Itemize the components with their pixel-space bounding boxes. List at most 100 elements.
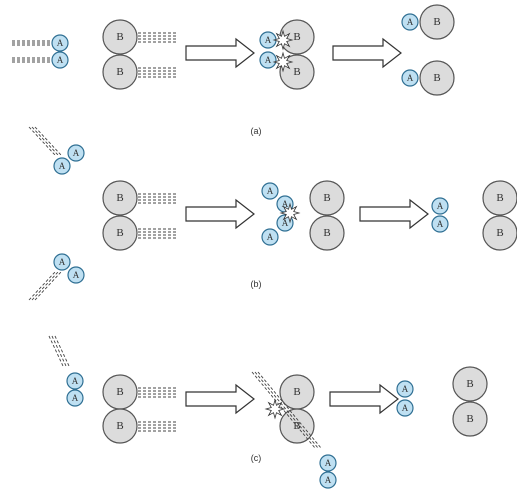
panel-a-after-a-2-label: A	[265, 55, 272, 65]
arrows-layer	[185, 37, 429, 415]
panel-a-burst-1	[272, 29, 294, 51]
panel-a-particle-b-2: B	[102, 54, 138, 90]
panel-c-particle-a-2: A	[66, 389, 84, 407]
panel-a-result-b-2-label: B	[433, 72, 440, 84]
panel-b-particle-a-2-label: A	[73, 148, 80, 158]
panel-c-result-b-2: B	[452, 401, 488, 437]
panel-b-trail-lower-1	[31, 271, 59, 301]
panel-a-burst-2	[272, 51, 294, 73]
panel-b-after-a-1-label: A	[267, 186, 274, 196]
panel-b-particle-a-1: A	[53, 157, 71, 175]
panel-b-result-b-2-label: B	[496, 227, 503, 239]
panel-b-particle-a-4-label: A	[73, 270, 80, 280]
panel-b-particle-a-3-label: A	[59, 257, 66, 267]
collision-bursts-layer	[264, 29, 301, 420]
panel-b-after-b-1: B	[309, 180, 345, 216]
panel-b-after-a-4: A	[261, 228, 279, 246]
trails-layer	[12, 32, 322, 449]
panel-a-arrow-1	[185, 37, 255, 69]
panel-a-result-a-1: A	[401, 13, 419, 31]
panel-b-after-a-3-label: A	[282, 218, 289, 228]
panel-b-particle-a-3: A	[53, 253, 71, 271]
panel-b-trail-upper-1	[31, 126, 59, 156]
panel-a-after-b-1-label: B	[293, 31, 300, 43]
particles-layer: AABBBBAAABABAAAABBAAAABBAABBAABBBBAAAABB	[51, 4, 517, 489]
panel-c-after-a-1: A	[319, 454, 337, 472]
panel-c-after-a-1-label: A	[325, 458, 332, 468]
panel-a-arrow-2	[332, 37, 402, 69]
panel-b-particle-a-2: A	[67, 144, 85, 162]
panel-a-particle-a-1-label: A	[57, 38, 64, 48]
panel-a-result-b-1-label: B	[433, 16, 440, 28]
panel-b-trail-upper-0	[28, 126, 56, 156]
panel-c-particle-b-1-label: B	[116, 386, 123, 398]
panel-c-result-b-1-label: B	[466, 378, 473, 390]
panel-b-particle-a-4: A	[67, 266, 85, 284]
panel-b-particle-b-2: B	[102, 215, 138, 251]
panel-b-particle-a-1-label: A	[59, 161, 66, 171]
panel-a-after-b-2: B	[279, 54, 315, 90]
panel-a-particle-b-2-label: B	[116, 66, 123, 78]
panel-c-particle-b-1: B	[102, 374, 138, 410]
panel-c-result-a-2-label: A	[402, 403, 409, 413]
panel-c-particle-a-1: A	[66, 372, 84, 390]
panel-a-particle-a-1: A	[51, 34, 69, 52]
panel-b-particle-b-2-label: B	[116, 227, 123, 239]
caption-panel-b: (b)	[251, 279, 262, 289]
panel-b-result-a-2: A	[431, 215, 449, 233]
panel-b-particle-b-1: B	[102, 180, 138, 216]
panel-b-after-b-1-label: B	[323, 192, 330, 204]
panel-b-after-a-2-label: A	[282, 199, 289, 209]
panel-c-particle-b-2-label: B	[116, 420, 123, 432]
panel-b-after-b-2: B	[309, 215, 345, 251]
panel-b-result-b-2: B	[482, 215, 517, 251]
panel-b-trail-lower-0	[28, 271, 56, 301]
panel-c-after-a-2: A	[319, 471, 337, 489]
panel-c-trail-upper-2	[54, 335, 70, 367]
panel-c-burst	[264, 398, 286, 420]
caption-panel-c: (c)	[251, 453, 262, 463]
panel-c-result-a-1-label: A	[402, 384, 409, 394]
panel-b-after-a-4-label: A	[267, 232, 274, 242]
panel-b-arrow-1	[185, 198, 255, 230]
panel-a-particle-a-2-label: A	[57, 55, 64, 65]
panel-b-result-b-1-label: B	[496, 192, 503, 204]
panel-a-after-a-1: A	[259, 31, 277, 49]
panel-b-trail-lower-2	[34, 271, 62, 301]
panel-b-arrow-2	[359, 198, 429, 230]
panel-b-particle-b-1-label: B	[116, 192, 123, 204]
panel-c-particle-b-2: B	[102, 408, 138, 444]
panel-b-result-b-1: B	[482, 180, 517, 216]
panel-c-trail-upper-1	[51, 335, 67, 367]
panel-c-arrow-1	[185, 383, 255, 415]
panel-a-result-b-2: B	[419, 60, 455, 96]
panel-b-result-a-1-label: A	[437, 201, 444, 211]
panel-c-result-b-2-label: B	[466, 413, 473, 425]
panel-c-after-a-2-label: A	[325, 475, 332, 485]
panel-b-result-a-1: A	[431, 197, 449, 215]
panel-c-after-b-1: B	[279, 374, 315, 410]
panel-c-result-a-1: A	[396, 380, 414, 398]
panel-c-after-b-1-label: B	[293, 386, 300, 398]
panel-b-after-b-2-label: B	[323, 227, 330, 239]
panel-a-after-a-1-label: A	[265, 35, 272, 45]
panel-b-after-a-1: A	[261, 182, 279, 200]
panel-c-trail-upper-0	[48, 335, 64, 367]
panel-a-particle-a-2: A	[51, 51, 69, 69]
panel-c-trail-through-2	[257, 371, 322, 449]
panel-c-particle-a-2-label: A	[72, 393, 79, 403]
panel-a-result-a-1-label: A	[407, 17, 414, 27]
panel-c-result-b-1: B	[452, 366, 488, 402]
panel-b-trail-upper-2	[34, 126, 62, 156]
panel-a-result-a-2-label: A	[407, 73, 414, 83]
panel-c-trail-through-0	[251, 371, 316, 449]
panel-a-result-b-1: B	[419, 4, 455, 40]
panel-b-result-a-2-label: A	[437, 219, 444, 229]
panel-b-burst	[279, 202, 301, 224]
panel-a-after-a-2: A	[259, 51, 277, 69]
panel-c-arrow-2	[329, 383, 399, 415]
panel-a-particle-b-1-label: B	[116, 31, 123, 43]
panel-a-particle-b-1: B	[102, 19, 138, 55]
panel-c-result-a-2: A	[396, 399, 414, 417]
panel-a-result-a-2: A	[401, 69, 419, 87]
